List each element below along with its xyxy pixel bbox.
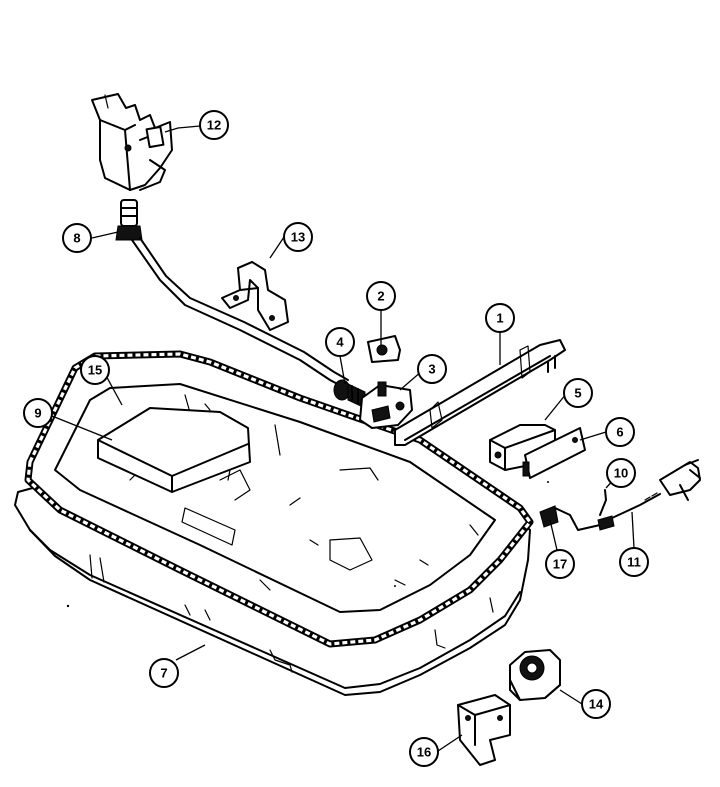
callout-5-label: 5 [574,386,581,401]
callout-6: 6 [605,417,635,447]
scan-specks [66,481,549,608]
callout-10-label: 10 [614,466,628,481]
callout-9: 9 [23,398,53,428]
callout-17-label: 17 [553,557,567,572]
callout-6-label: 6 [616,425,623,440]
callout-3: 3 [417,354,447,384]
callout-16: 16 [409,737,439,767]
callout-17: 17 [545,549,575,579]
callout-16-label: 16 [417,745,431,760]
callout-4-label: 4 [336,335,344,350]
valve-coupling [333,379,366,409]
callout-14-label: 14 [589,697,604,712]
manifold-rail [394,339,566,446]
callout-1: 1 [485,303,515,333]
callout-8-label: 8 [73,231,80,246]
callout-15: 15 [80,355,110,385]
callout-3-label: 3 [428,362,435,377]
pressure-regulator [509,649,561,701]
power-cord [597,459,701,531]
callout-13-label: 13 [291,230,305,245]
callout-7-label: 7 [160,666,167,681]
callout-1-label: 1 [496,311,503,326]
orifice-bracket [91,93,173,191]
leader-lines [51,125,635,752]
callout-15-label: 15 [88,363,102,378]
callout-12: 12 [199,110,229,140]
callout-11: 11 [619,547,649,577]
callout-2: 2 [366,281,396,311]
callout-2-label: 2 [377,289,384,304]
callout-12-label: 12 [207,118,221,133]
module-bracket [522,427,586,479]
callout-5: 5 [563,378,593,408]
callout-13: 13 [283,222,313,252]
callout-9-label: 9 [34,406,41,421]
connector [539,505,601,531]
callout-7: 7 [149,658,179,688]
gas-valve [359,381,413,429]
callout-10: 10 [606,458,636,488]
heat-shield [97,407,251,493]
u-bracket [221,261,289,331]
regulator-bracket [457,694,511,766]
valve-clip [367,335,401,363]
callout-11-label: 11 [627,555,641,570]
gas-tube [115,199,349,389]
callout-8: 8 [62,223,92,253]
callout-4: 4 [325,327,355,357]
callout-14: 14 [581,689,611,719]
